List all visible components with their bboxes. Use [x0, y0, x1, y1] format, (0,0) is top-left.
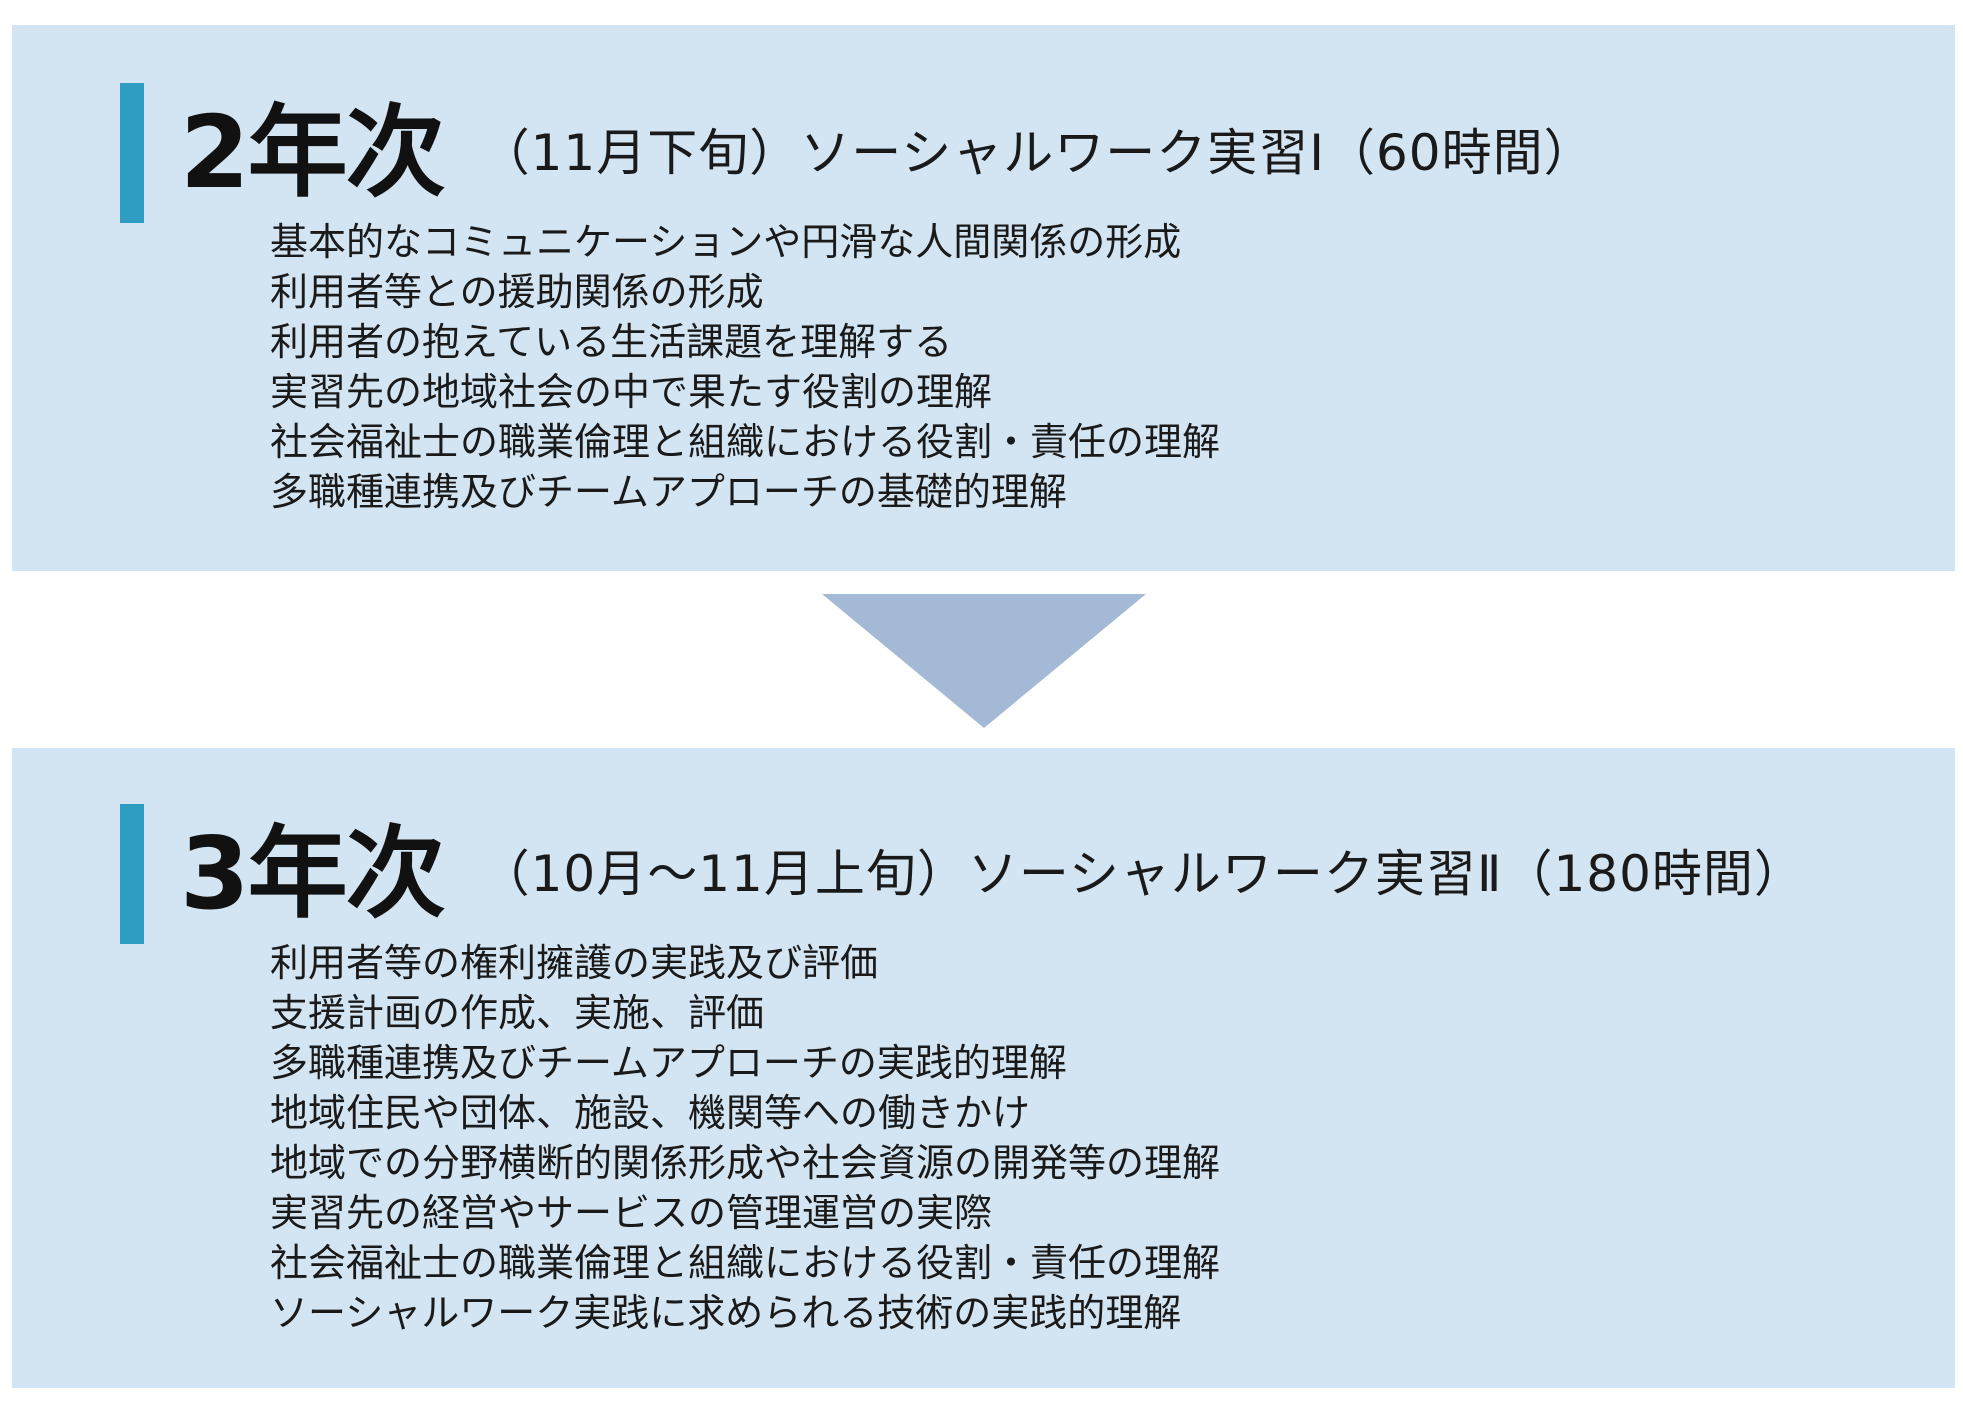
stage-heading: 2年次 （11月下旬）ソーシャルワーク実習Ⅰ（60時間）	[180, 83, 1595, 223]
stage-panel-year2: 2年次 （11月下旬）ソーシャルワーク実習Ⅰ（60時間） 基本的なコミュニケーシ…	[12, 25, 1955, 571]
stage-year: 2年次	[180, 94, 446, 211]
goal-item: 利用者等との援助関係の形成	[270, 270, 764, 314]
goal-item: 多職種連携及びチームアプローチの実践的理解	[270, 1041, 1067, 1085]
goal-item: 支援計画の作成、実施、評価	[270, 991, 765, 1035]
goal-item: 社会福祉士の職業倫理と組織における役割・責任の理解	[270, 420, 1221, 464]
accent-bar	[120, 83, 144, 223]
goal-item: 実習先の地域社会の中で果たす役割の理解	[270, 370, 993, 414]
goal-item: 実習先の経営やサービスの管理運営の実際	[270, 1191, 993, 1235]
accent-bar	[120, 804, 144, 944]
goal-item: 利用者等の権利擁護の実践及び評価	[270, 941, 879, 985]
goal-item: 地域住民や団体、施設、機関等への働きかけ	[270, 1091, 1031, 1135]
stage-panel-year3: 3年次 （10月〜11月上旬）ソーシャルワーク実習Ⅱ（180時間） 利用者等の権…	[12, 748, 1955, 1388]
goal-list: 利用者等の権利擁護の実践及び評価 支援計画の作成、実施、評価 多職種連携及びチー…	[270, 938, 1220, 1338]
goal-item: 多職種連携及びチームアプローチの基礎的理解	[270, 470, 1067, 514]
goal-item: 利用者の抱えている生活課題を理解する	[270, 320, 953, 364]
goal-item: 社会福祉士の職業倫理と組織における役割・責任の理解	[270, 1241, 1221, 1285]
goal-item: 基本的なコミュニケーションや円滑な人間関係の形成	[270, 220, 1182, 264]
goal-item: ソーシャルワーク実践に求められる技術の実践的理解	[270, 1291, 1182, 1335]
stage-heading: 3年次 （10月〜11月上旬）ソーシャルワーク実習Ⅱ（180時間）	[180, 804, 1805, 944]
flow-arrow-down-icon	[822, 594, 1146, 728]
goal-list: 基本的なコミュニケーションや円滑な人間関係の形成 利用者等との援助関係の形成 利…	[270, 217, 1220, 517]
goal-item: 地域での分野横断的関係形成や社会資源の開発等の理解	[270, 1141, 1221, 1185]
stage-subtitle: （11月下旬）ソーシャルワーク実習Ⅰ（60時間）	[479, 124, 1595, 182]
stage-subtitle: （10月〜11月上旬）ソーシャルワーク実習Ⅱ（180時間）	[479, 845, 1805, 903]
stage-year: 3年次	[180, 815, 446, 932]
